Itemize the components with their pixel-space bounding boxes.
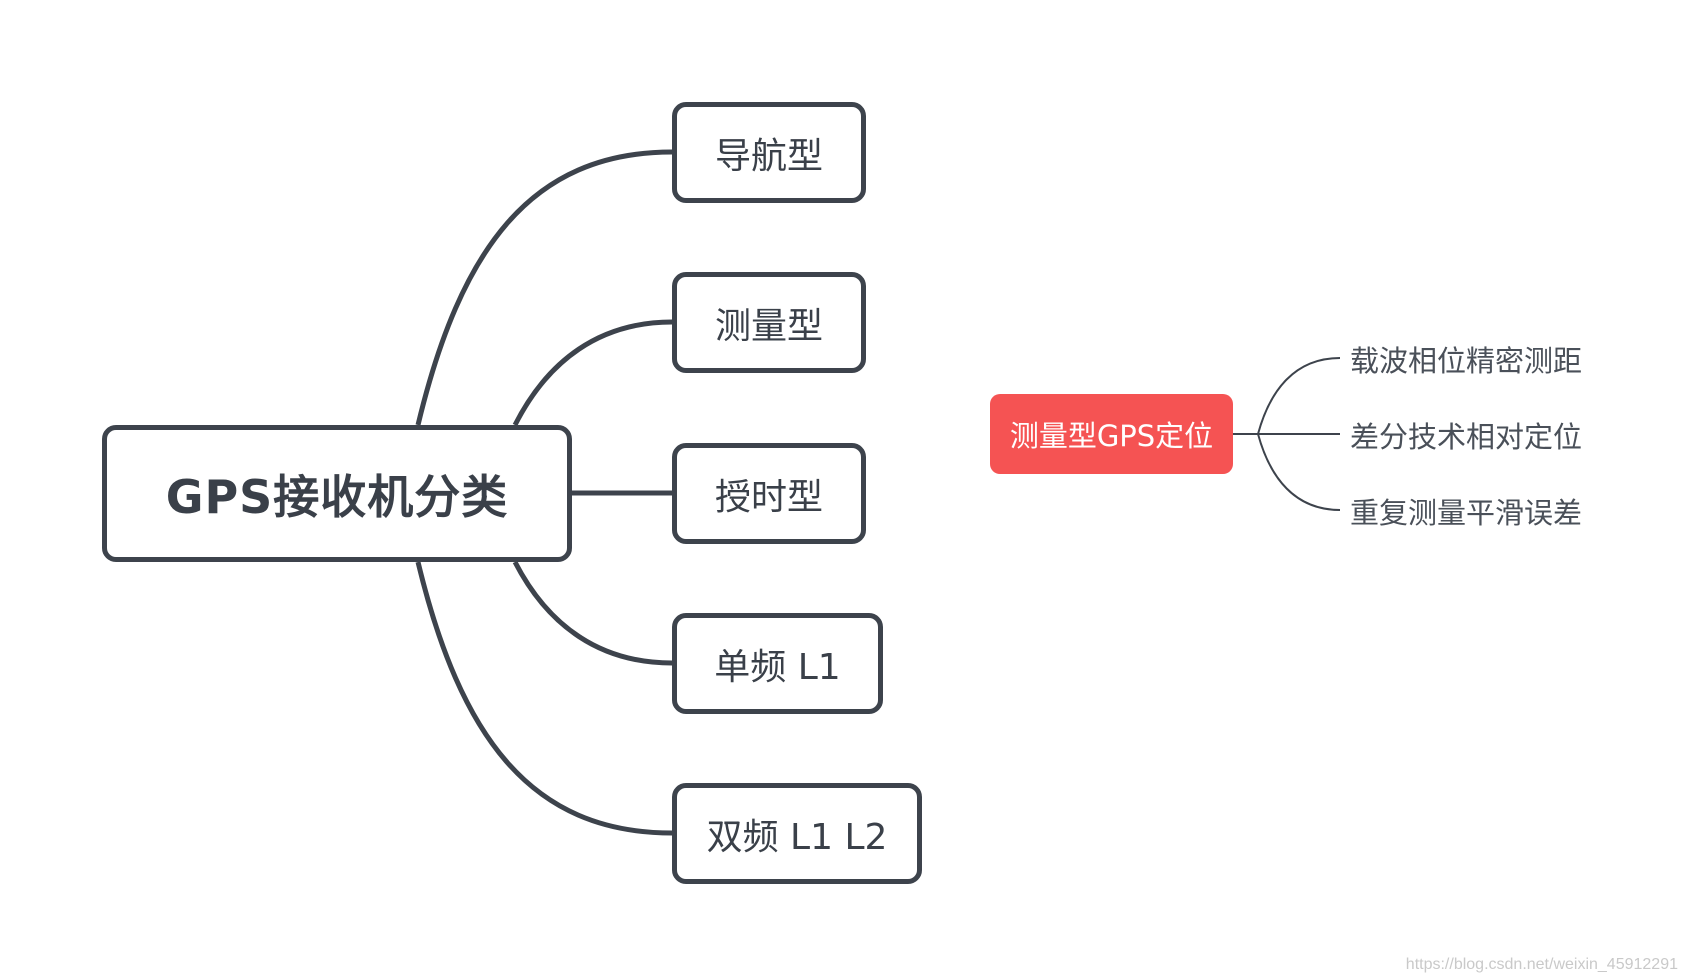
- connector-survey-gps-to-leaf-3: [1257, 433, 1341, 511]
- connector-root-to-survey: [512, 319, 673, 427]
- branch-node-label: 授时型: [714, 476, 823, 518]
- survey-gps-node[interactable]: 测量型GPS定位: [990, 394, 1233, 474]
- connector-root-to-nav: [415, 149, 673, 426]
- leaf-differential-positioning[interactable]: 差分技术相对定位: [1350, 420, 1583, 454]
- branch-node-label: 双频 L1 L2: [706, 816, 888, 858]
- root-node[interactable]: GPS接收机分类: [102, 425, 572, 562]
- branch-node-single-frequency[interactable]: 单频 L1: [672, 613, 883, 714]
- connector-survey-gps-to-leaf-1: [1233, 357, 1341, 435]
- branch-node-navigation[interactable]: 导航型: [672, 102, 866, 203]
- branch-node-label: 测量型: [714, 305, 823, 347]
- watermark-url: https://blog.csdn.net/weixin_45912291: [1405, 956, 1678, 973]
- root-node-label: GPS接收机分类: [165, 469, 509, 524]
- branch-node-label: 单频 L1: [714, 646, 841, 688]
- branch-node-dual-frequency[interactable]: 双频 L1 L2: [672, 783, 922, 884]
- branch-node-timing[interactable]: 授时型: [672, 443, 866, 544]
- connector-root-to-single: [512, 560, 673, 666]
- branch-node-label: 导航型: [714, 135, 823, 177]
- survey-gps-node-label: 测量型GPS定位: [1009, 419, 1214, 453]
- branch-node-survey[interactable]: 测量型: [672, 272, 866, 373]
- leaf-repeated-measurement[interactable]: 重复测量平滑误差: [1350, 496, 1583, 530]
- leaf-carrier-phase[interactable]: 载波相位精密测距: [1350, 344, 1583, 378]
- connector-root-to-dual: [415, 561, 673, 836]
